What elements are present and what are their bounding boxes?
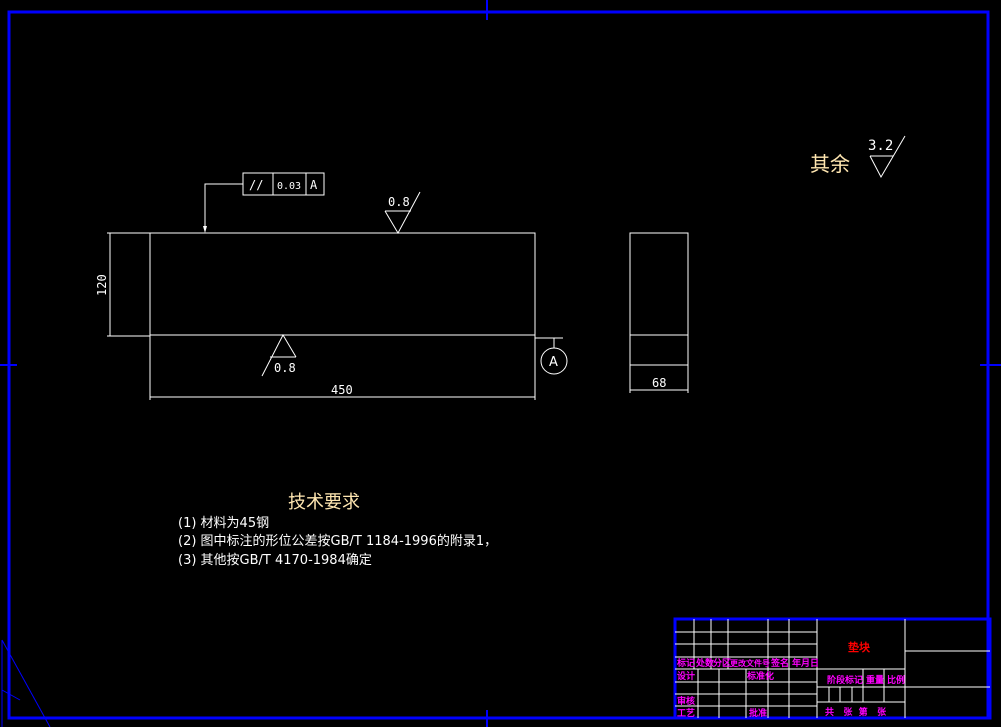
technical-requirements: 技术要求 (1) 材料为45钢 (2) 图中标注的形位公差按GB/T 1184-… [178,492,497,568]
svg-text:设计: 设计 [677,670,695,682]
svg-text:其余: 其余 [810,152,850,176]
roughness-symbol-bottom: 0.8 [261,333,297,377]
svg-text:更改文件号: 更改文件号 [730,658,770,668]
svg-text:0.8: 0.8 [388,195,410,209]
dimension-height: 120 [95,232,150,337]
tolerance-value: 0.03 [277,181,301,192]
svg-text:0.8: 0.8 [274,361,296,375]
parallelism-symbol: // [249,178,263,192]
roughness-other: 其余 3.2 [810,135,906,179]
part-name: 垫块 [848,640,871,654]
svg-text:批准: 批准 [749,707,767,719]
svg-text:68: 68 [652,376,666,390]
ucs-icon [1,639,51,727]
svg-text:120: 120 [95,274,109,296]
dimension-length: 450 [149,335,536,400]
svg-text:标记: 标记 [676,657,695,669]
svg-text:3.2: 3.2 [868,138,893,154]
roughness-symbol-top: 0.8 [384,191,421,235]
svg-text:签名: 签名 [770,657,789,669]
note-item: (3) 其他按GB/T 4170-1984确定 [178,553,372,568]
drawing-border [7,10,990,720]
note-item: (2) 图中标注的形位公差按GB/T 1184-1996的附录1， [178,533,497,549]
svg-text:标准化: 标准化 [746,670,774,682]
notes-title: 技术要求 [288,492,360,513]
front-view [149,232,536,336]
note-item: (1) 材料为45钢 [178,516,269,531]
svg-text:重量: 重量 [866,674,884,686]
datum-symbol: A [535,337,568,375]
svg-text:工艺: 工艺 [677,707,695,719]
svg-text:450: 450 [331,383,353,397]
geometric-tolerance-frame: // 0.03 A [203,172,325,233]
svg-text:审核: 审核 [677,695,695,707]
svg-text:比例: 比例 [887,674,905,686]
svg-text:处数: 处数 [695,657,715,669]
tolerance-datum: A [310,178,318,192]
svg-text:A: A [549,355,558,370]
side-view: 68 [629,232,689,393]
svg-text:共 张 第 张: 共 张 第 张 [825,706,887,718]
svg-text:年月日: 年月日 [792,657,819,669]
title-block: 垫块 标记 处数 分区 更改文件号 签名 年月日 设计 标准化 审核 工艺 批准… [673,617,992,720]
svg-text:阶段标记: 阶段标记 [827,674,863,686]
svg-text:分区: 分区 [713,657,731,669]
